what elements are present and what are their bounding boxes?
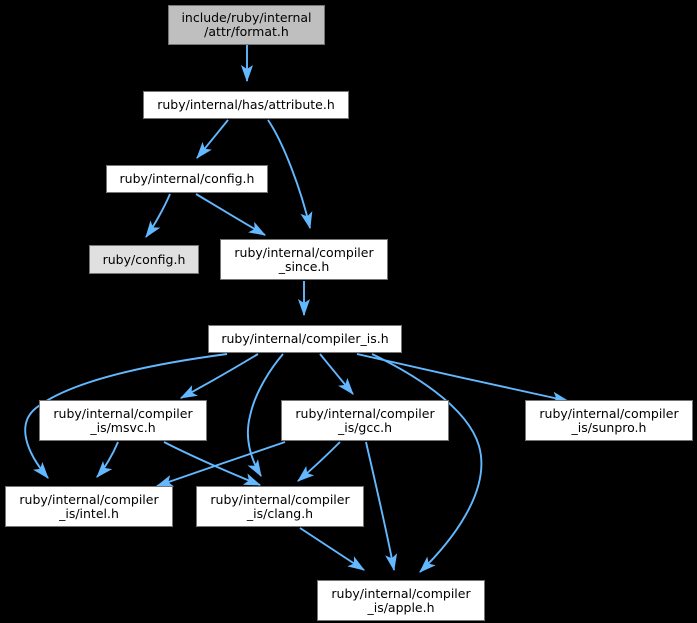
edge-clang-to-apple xyxy=(299,527,365,571)
edge-gcc-to-apple xyxy=(365,441,398,572)
graph-node-sunpro[interactable]: ruby/internal/compiler _is/sunpro.h xyxy=(525,400,693,441)
graph-node-label: ruby/config.h xyxy=(102,251,186,267)
edge-paths xyxy=(24,45,570,573)
graph-node-label: ruby/internal/compiler _is/msvc.h xyxy=(53,405,193,435)
graph-node-label: ruby/internal/compiler _is/apple.h xyxy=(331,585,471,615)
graph-node-label: ruby/internal/compiler _is/sunpro.h xyxy=(539,405,679,435)
edge-has_attribute-to-int_config xyxy=(196,119,229,159)
edge-int_config-to-since xyxy=(195,193,266,236)
edge-compiler_is-to-gcc xyxy=(319,353,354,395)
edge-has_attribute-to-since xyxy=(267,119,313,230)
graph-node-label: ruby/internal/compiler _since.h xyxy=(234,244,374,274)
graph-node-msvc[interactable]: ruby/internal/compiler _is/msvc.h xyxy=(39,400,207,441)
edge-compiler_is-to-clang xyxy=(246,353,284,477)
graph-node-label: include/ruby/internal /attr/format.h xyxy=(181,10,312,39)
edge-int_config-to-ruby_config xyxy=(145,193,171,238)
graph-node-since[interactable]: ruby/internal/compiler _since.h xyxy=(220,239,388,280)
graph-node-ruby_config[interactable]: ruby/config.h xyxy=(89,245,199,274)
edge-compiler_is-to-apple xyxy=(371,353,483,573)
graph-node-clang[interactable]: ruby/internal/compiler _is/clang.h xyxy=(196,486,364,527)
edge-gcc-to-intel xyxy=(155,441,286,487)
edge-gcc-to-clang xyxy=(297,441,341,482)
graph-node-label: ruby/internal/has/attribute.h xyxy=(157,97,335,112)
edge-msvc-to-intel xyxy=(96,441,119,478)
graph-node-gcc[interactable]: ruby/internal/compiler _is/gcc.h xyxy=(281,400,449,441)
edge-compiler_is-to-sunpro xyxy=(356,353,570,404)
graph-node-label: ruby/internal/compiler _is/clang.h xyxy=(210,491,350,521)
graph-node-has_attribute[interactable]: ruby/internal/has/attribute.h xyxy=(143,91,349,119)
graph-node-format[interactable]: include/ruby/internal /attr/format.h xyxy=(168,5,325,45)
graph-node-label: ruby/internal/compiler_is.h xyxy=(221,331,389,346)
graph-node-label: ruby/internal/compiler _is/intel.h xyxy=(19,491,159,521)
graph-node-apple[interactable]: ruby/internal/compiler _is/apple.h xyxy=(317,580,485,621)
graph-node-intel[interactable]: ruby/internal/compiler _is/intel.h xyxy=(5,486,173,527)
graph-node-int_config[interactable]: ruby/internal/config.h xyxy=(106,165,268,193)
graph-node-compiler_is[interactable]: ruby/internal/compiler_is.h xyxy=(208,325,402,353)
edge-msvc-to-clang xyxy=(163,441,262,486)
edge-compiler_is-to-intel xyxy=(24,353,228,479)
edge-compiler_is-to-msvc xyxy=(179,353,259,399)
graph-node-label: ruby/internal/config.h xyxy=(119,171,255,186)
graph-node-label: ruby/internal/compiler _is/gcc.h xyxy=(295,405,435,435)
